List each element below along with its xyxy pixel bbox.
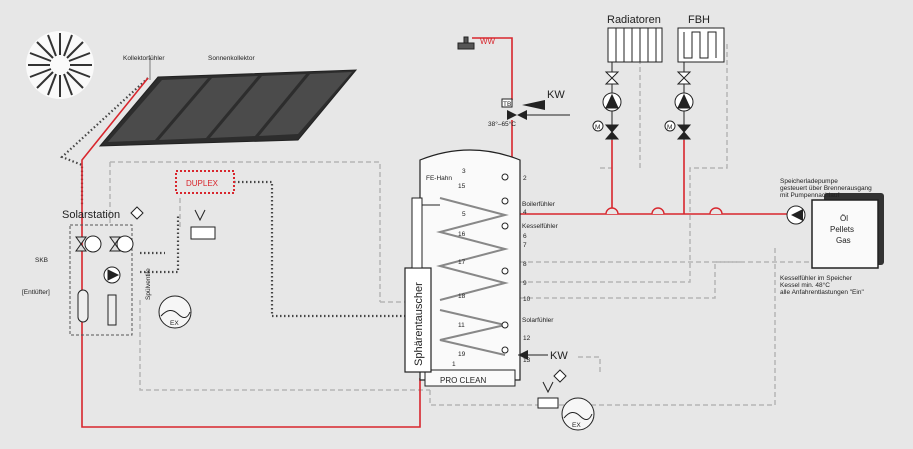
- storage-tank: [404, 149, 521, 387]
- solar-collector-label: Sonnenkollektor: [208, 55, 255, 62]
- fe-tap-label: FE-Hahn: [426, 175, 452, 182]
- radiators-label: Radiatoren: [607, 14, 661, 26]
- fuel-gas-label: Gas: [836, 236, 851, 245]
- solar-collector: [98, 58, 358, 147]
- sphere-exchanger-label: Sphärentauscher: [413, 282, 425, 366]
- solar-station-box: [69, 224, 133, 336]
- port-2: 2: [523, 175, 527, 182]
- num-1: 1: [452, 361, 456, 368]
- port-6: 6: [523, 233, 527, 240]
- port-13: 13: [523, 357, 531, 364]
- sensor-note-1: Kesselfühler im Speicher: [780, 275, 853, 282]
- deaerator-label: [Entlüfter]: [22, 289, 50, 296]
- port-8: 8: [523, 261, 527, 268]
- kw-top-arrow: [522, 100, 545, 110]
- pro-clean-label: PRO CLEAN: [440, 376, 486, 385]
- motor-label-1: M: [595, 124, 600, 131]
- floor-heating-icon: [677, 27, 725, 63]
- solar-station-label: Solarstation: [62, 209, 120, 221]
- ww-label: WW: [480, 37, 496, 46]
- ex-left-label: EX: [170, 320, 179, 327]
- tank-port-numbers: 3 15 5 16 17 18 11 19 1 2 4 6 7 8 9 10 1…: [452, 168, 531, 368]
- return-pipes: [109, 44, 820, 406]
- port-9: 9: [523, 280, 527, 287]
- port-10: 10: [523, 296, 531, 303]
- num-19: 19: [458, 351, 466, 358]
- boiler-sensor2-label: Kesselfühler: [522, 223, 559, 230]
- tank-sensors: [501, 173, 509, 354]
- tap-icon: [457, 36, 475, 50]
- pump-note-2: gesteuert über Brennerausgang: [780, 185, 872, 192]
- num-5: 5: [462, 211, 466, 218]
- expansion-vessel-right: [561, 397, 595, 431]
- port-7: 7: [523, 242, 527, 249]
- fuel-pellets-label: Pellets: [830, 225, 854, 234]
- ex-right-label: EX: [572, 422, 581, 429]
- duplex-label: DUPLEX: [186, 179, 219, 188]
- tb-box: [501, 98, 513, 108]
- collector-sensor-label: Kollektorfühler: [123, 55, 165, 62]
- boiler-sensor-label: Boilerfühler: [522, 201, 556, 208]
- num-15: 15: [458, 183, 466, 190]
- num-11: 11: [458, 322, 465, 329]
- mixer-valve-icon: [507, 110, 517, 120]
- port-4: 4: [523, 209, 527, 216]
- flush-valves-label: Spülventile: [145, 268, 152, 300]
- mixer-range-label: 38°–65°C: [488, 120, 516, 128]
- kw-bottom-arrow: [518, 350, 528, 360]
- tb-label: TB: [503, 101, 511, 108]
- num-17: 17: [458, 259, 466, 266]
- pump-note-3: mit Pumpennachlauf: [780, 192, 839, 199]
- sensor-note-3: alle Anfahrentlastungen "Ein": [780, 289, 864, 296]
- fbh-label: FBH: [688, 14, 710, 26]
- expansion-vessel-left: [158, 295, 192, 329]
- solar-sensor-label: Solarfühler: [522, 317, 554, 324]
- num-16: 16: [458, 231, 466, 238]
- boiler-icon: [811, 193, 884, 269]
- sun-icon: [26, 31, 94, 99]
- fuel-oil-label: Öl: [840, 214, 848, 223]
- pipe-hops: [605, 207, 723, 215]
- skb-label: SKB: [35, 257, 48, 264]
- heating-pumps: [592, 62, 694, 140]
- solar-station-components: [75, 235, 134, 326]
- radiator-icon: [607, 27, 663, 63]
- duplex-box: [175, 170, 235, 194]
- pump-note-1: Speicherladepumpe: [780, 178, 838, 185]
- num-18: 18: [458, 293, 466, 300]
- sensor-wires: [59, 77, 405, 318]
- sensor-note-2: Kessel min. 48°C: [780, 281, 830, 289]
- safety-valves: [130, 206, 567, 409]
- num-3: 3: [462, 168, 466, 175]
- kw-top-label: KW: [547, 89, 565, 101]
- kw-bottom-label: KW: [550, 350, 568, 362]
- motor-label-2: M: [667, 124, 672, 131]
- port-12: 12: [523, 335, 531, 342]
